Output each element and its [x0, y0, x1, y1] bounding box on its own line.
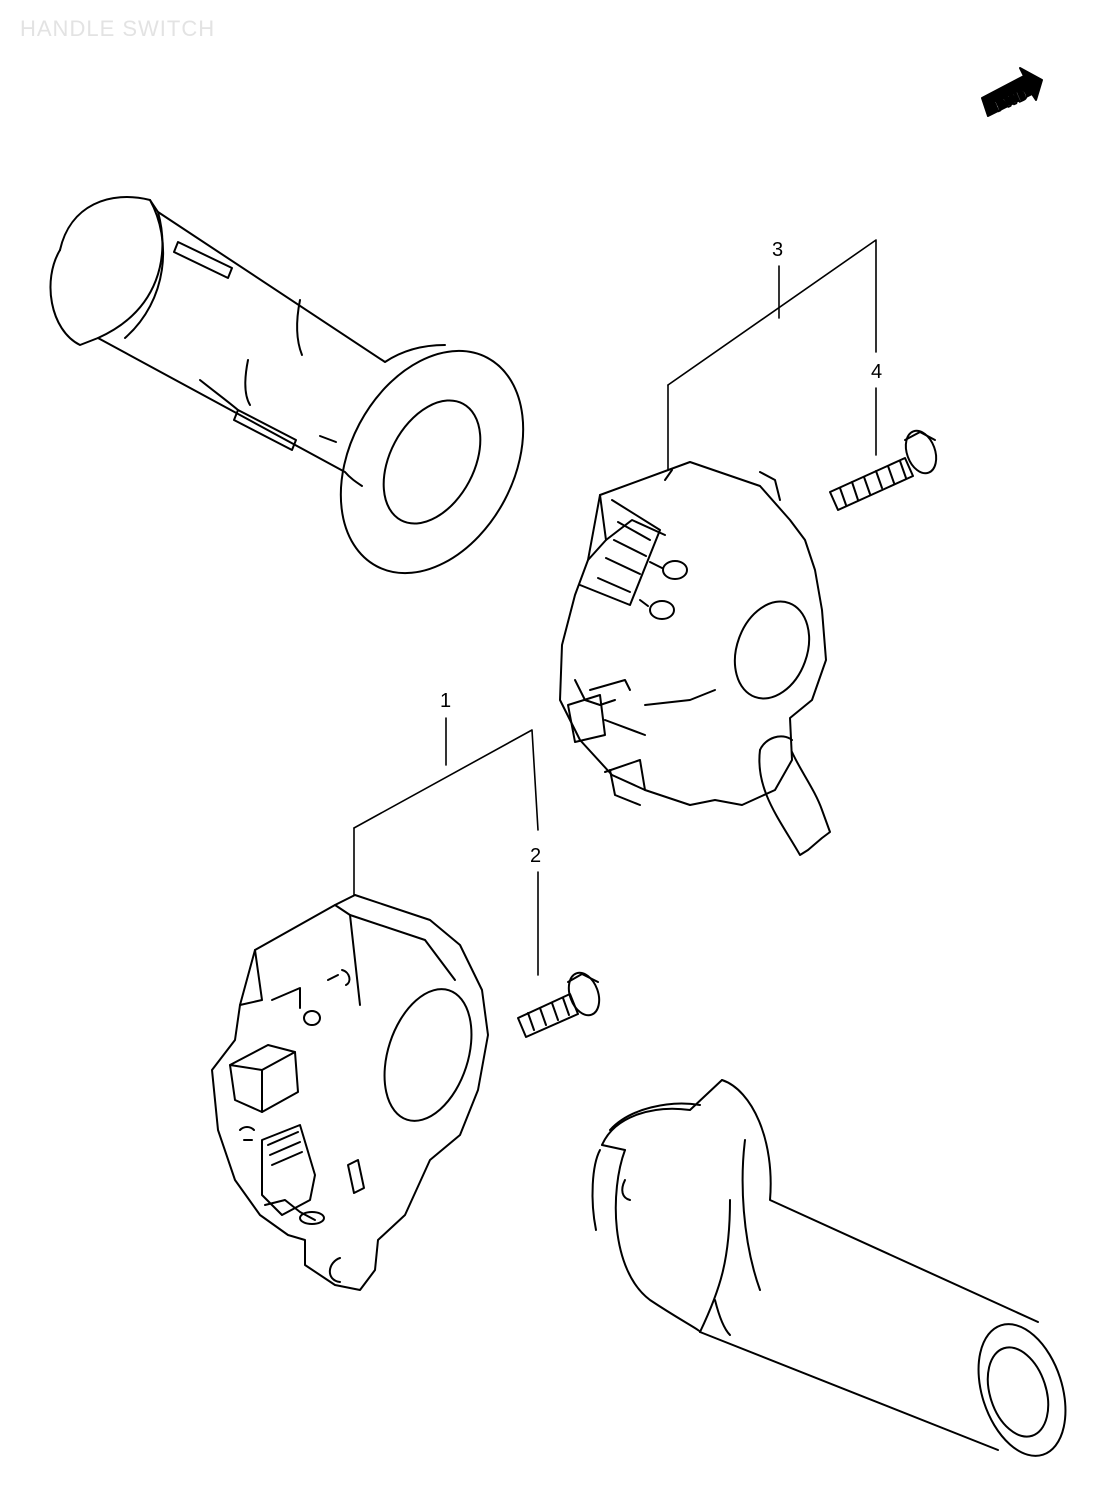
page-title: HANDLE SWITCH [20, 16, 216, 41]
callout-4: 4 [871, 361, 883, 383]
callout-3: 3 [772, 239, 784, 261]
screw-left [517, 971, 601, 1038]
fwd-arrow-badge: FWD [981, 67, 1043, 117]
left-handle-switch [211, 894, 489, 1291]
right-throttle-grip [591, 1079, 1067, 1457]
left-grip [49, 196, 525, 575]
leader-lines-1-2 [353, 717, 539, 976]
leader-lines-3-4 [667, 239, 877, 471]
right-handle-switch [559, 461, 831, 856]
callout-2: 2 [530, 845, 542, 867]
screw-right [829, 429, 938, 511]
callout-1: 1 [440, 690, 452, 712]
